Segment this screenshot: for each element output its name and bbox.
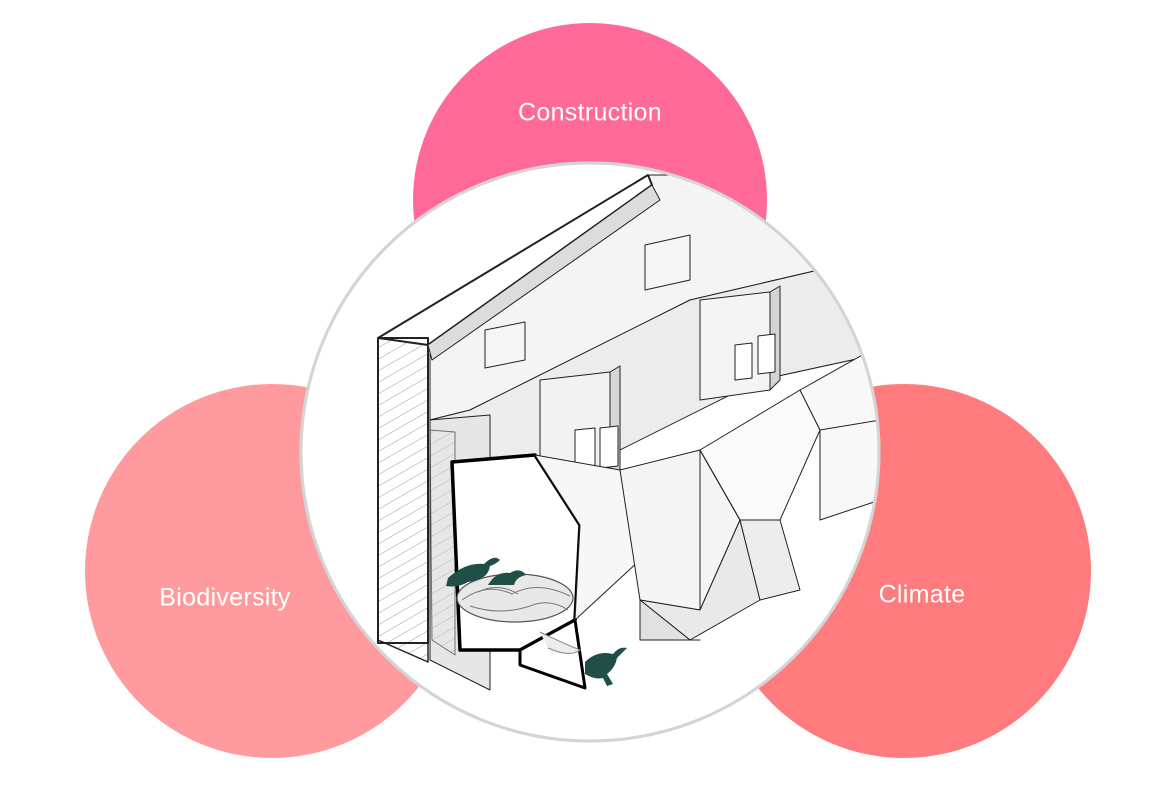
bird-icon: [585, 647, 627, 686]
biodiversity-label: Biodiversity: [159, 583, 291, 612]
construction-label: Construction: [518, 98, 662, 127]
bird-icon: [446, 557, 526, 587]
climate-label: Climate: [878, 580, 966, 609]
wall-section: [377, 337, 429, 644]
